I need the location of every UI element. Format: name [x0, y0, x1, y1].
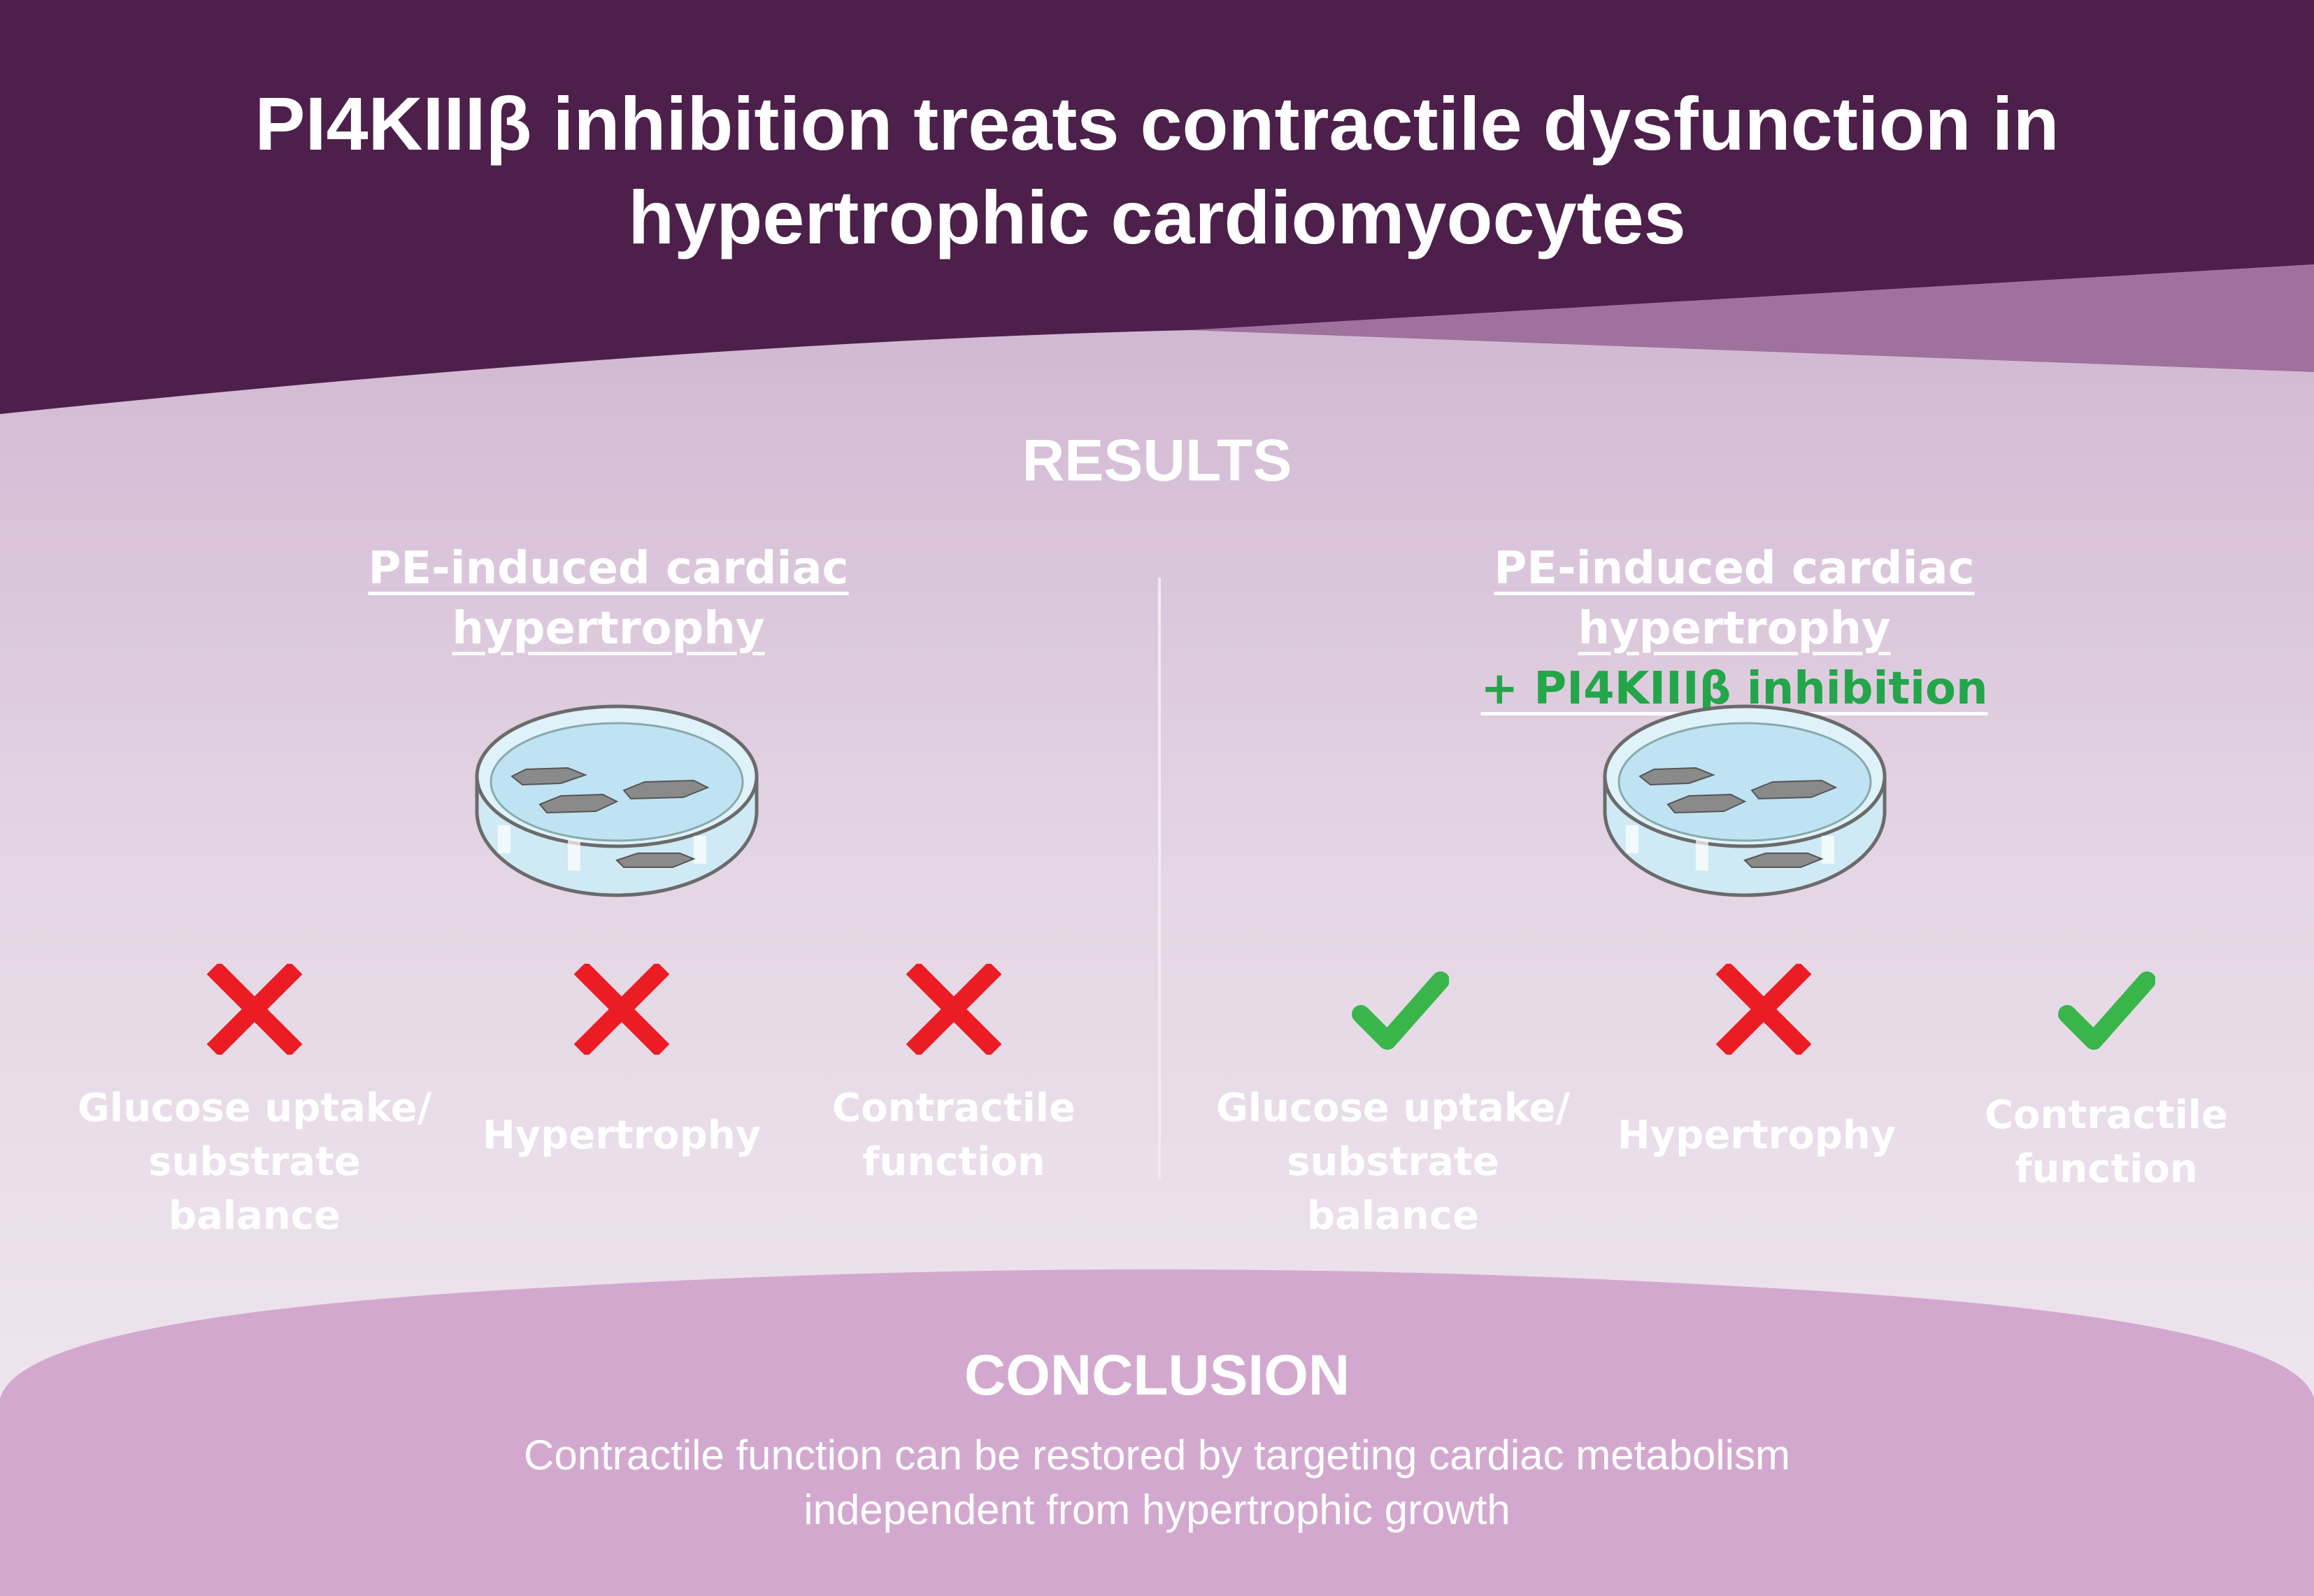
outcome-label-line-1: Hypertrophy — [482, 1113, 762, 1158]
main-title: PI4KIIIβ inhibition treats contractile d… — [0, 77, 2314, 264]
outcome-label-line-1: Contractile — [1985, 1092, 2228, 1138]
check-icon — [1352, 971, 1449, 1050]
panel-left-title: PE-induced cardiac hypertrophy — [252, 539, 965, 659]
main-title-line-2: hypertrophic cardiomyocytes — [628, 175, 1686, 259]
outcome-label-line-2: function — [2015, 1146, 2198, 1192]
petri-dish-icon — [1603, 704, 1887, 897]
check-icon — [2058, 971, 2155, 1050]
outcome-label: Contractile function — [758, 1081, 1150, 1189]
outcome-label: Contractile function — [1911, 1088, 2302, 1196]
outcome-label: Glucose uptake/ substrate balance — [1197, 1081, 1589, 1243]
outcome-label: Hypertrophy — [426, 1109, 817, 1162]
outcome-label-line-2: substrate balance — [1287, 1139, 1499, 1239]
conclusion-text-line-1: Contractile function can be restored by … — [524, 1432, 1790, 1479]
outcome-label-line-2: substrate balance — [148, 1139, 361, 1239]
outcome-label-line-1: Glucose uptake/ — [77, 1085, 432, 1131]
cross-icon — [573, 964, 670, 1055]
cross-icon — [1715, 964, 1812, 1055]
conclusion-heading: CONCLUSION — [964, 1344, 1350, 1407]
outcome-label-line-1: Contractile — [832, 1085, 1076, 1131]
main-title-line-1: PI4KIIIβ inhibition treats contractile d… — [255, 81, 2059, 166]
outcome-label-line-1: Hypertrophy — [1617, 1113, 1897, 1158]
petri-dish-icon — [475, 704, 759, 897]
panel-divider — [1158, 578, 1161, 1179]
conclusion-text-line-2: independent from hypertrophic growth — [804, 1486, 1510, 1533]
panel-right-title: PE-induced cardiac hypertrophy + PI4KIII… — [1378, 539, 2091, 719]
panel-right-title-line-1: PE-induced cardiac hypertrophy — [1494, 543, 1975, 655]
outcome-label-line-1: Glucose uptake/ — [1215, 1085, 1571, 1131]
outcome-label: Hypertrophy — [1561, 1109, 1952, 1162]
outcome-label-line-2: function — [862, 1139, 1045, 1185]
cross-icon — [206, 964, 303, 1055]
cross-icon — [906, 964, 1002, 1055]
outcome-label: Glucose uptake/ substrate balance — [59, 1081, 450, 1243]
conclusion-text: Contractile function can be restored by … — [0, 1428, 2314, 1537]
panel-left-title-line-1: PE-induced cardiac hypertrophy — [368, 543, 849, 655]
results-heading: RESULTS — [1022, 427, 1292, 493]
